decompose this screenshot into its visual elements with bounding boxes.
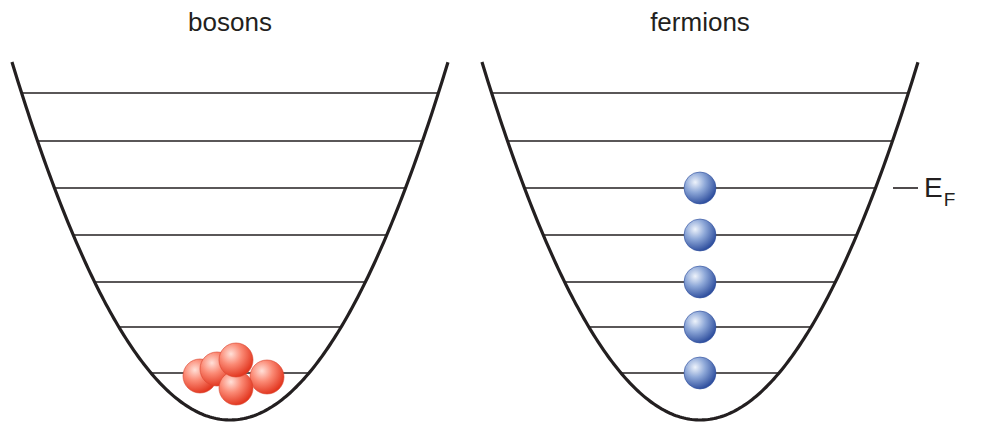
fermion-particle xyxy=(684,219,716,251)
energy-subscript: F xyxy=(944,190,956,209)
energy-level xyxy=(492,92,909,94)
energy-level xyxy=(119,326,341,328)
boson-particle xyxy=(219,343,253,377)
energy-level xyxy=(22,92,439,94)
energy-level xyxy=(38,140,423,142)
energy-level xyxy=(54,187,405,189)
boson-well xyxy=(12,62,448,420)
energy-level xyxy=(95,281,366,283)
fermi-level-tick xyxy=(893,187,918,189)
fermion-particle xyxy=(684,357,716,389)
fermion-particle xyxy=(684,311,716,343)
energy-level xyxy=(73,234,386,236)
panel-title: bosons xyxy=(188,9,272,35)
fermion-well xyxy=(482,62,918,420)
boson-particle xyxy=(250,360,284,394)
fermion-particle xyxy=(684,266,716,298)
energy-symbol: E xyxy=(924,174,943,202)
panel-title: fermions xyxy=(650,9,750,35)
energy-level xyxy=(508,140,893,142)
fermion-particle xyxy=(684,172,716,204)
